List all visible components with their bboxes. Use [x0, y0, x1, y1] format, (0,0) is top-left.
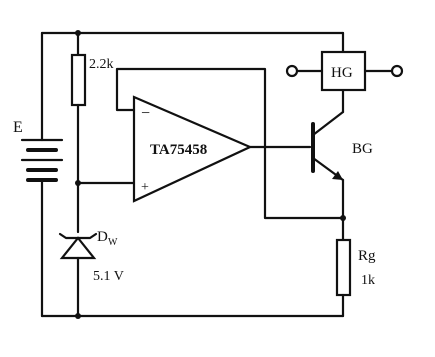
opamp-plus: + [141, 180, 149, 195]
battery-label: E [13, 119, 23, 136]
hg-right-terminal [390, 64, 404, 78]
resistor-2k2 [70, 53, 87, 107]
hg-left-terminal [285, 64, 299, 78]
battery-symbol [20, 138, 64, 182]
resistor-2k2-label: 2.2k [89, 57, 114, 72]
junction-dot-top [75, 30, 81, 36]
junction-dot-emitter [340, 215, 346, 221]
resistor-rg [335, 238, 352, 297]
hg-label: HG [331, 65, 353, 81]
zener-value: 5.1 V [93, 269, 124, 284]
opamp-label: TA75458 [150, 142, 207, 158]
zener-subscript: W [108, 237, 118, 248]
transistor-bg [311, 110, 345, 182]
opamp-minus: − [141, 105, 150, 122]
resistor-rg-value: 1k [361, 273, 375, 288]
zener-letter: D [97, 229, 108, 245]
feedback-wire [115, 67, 345, 220]
junction-dot-plus [75, 180, 81, 186]
junction-dot-bottom [75, 313, 81, 319]
zener-diode [58, 232, 98, 260]
resistor-rg-name: Rg [358, 248, 376, 264]
transistor-label: BG [352, 141, 373, 157]
opamp-triangle [132, 95, 253, 203]
